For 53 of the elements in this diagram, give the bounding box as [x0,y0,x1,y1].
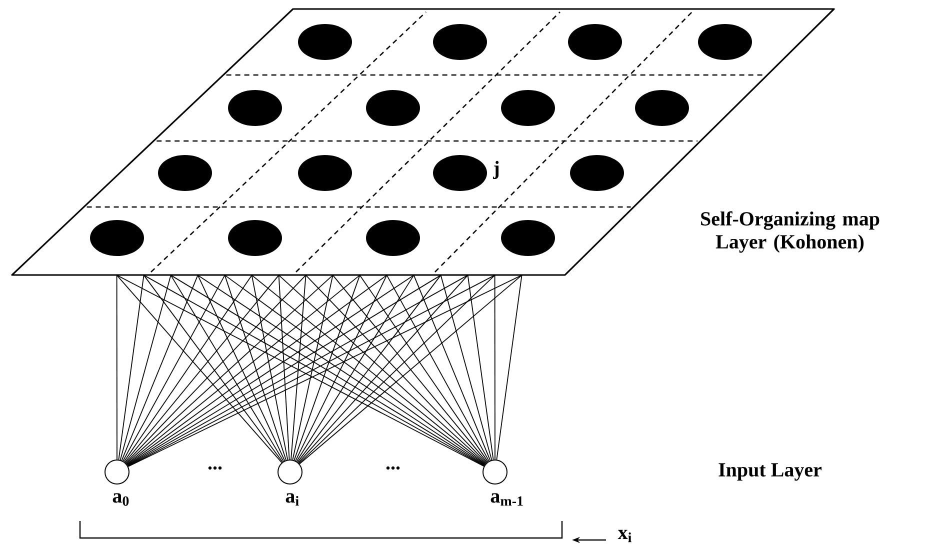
neuron-dot [501,220,555,256]
connection-line [297,274,442,463]
neuron-dot [570,155,624,191]
connection-line [120,274,172,460]
connection-line [496,274,522,460]
connection-line [494,274,496,460]
connection-line [467,274,494,460]
input-node [104,460,130,484]
connection-line [121,274,198,461]
connection-line [251,274,288,460]
connection-line [332,274,488,463]
neuron-dot [298,24,352,60]
input-node [482,460,508,484]
input-label: a$_{0}$ [112,493,129,506]
connection-line [292,274,334,460]
connection-line [296,274,414,462]
connection-line [116,274,118,460]
connection-line [278,274,290,460]
connection-line [124,274,252,462]
input-label: a$_{i}$ [286,493,299,506]
connection-line [295,274,388,462]
neuron-dot [228,90,282,126]
neuron-dot [501,90,555,126]
neuron-dot [158,155,212,191]
connection-line [118,274,144,460]
neuron-dot [366,220,420,256]
neuron-dot [366,90,420,126]
neuron-dot [433,155,487,191]
connection-line [122,274,226,462]
input-node [278,460,302,484]
neuron-dot [698,24,752,60]
layer-label: Input Layer [718,463,822,481]
neuron-dot [90,220,144,256]
neuron-dot [228,220,282,256]
neuron-dot [298,155,352,191]
connection-line [440,274,492,460]
ellipsis: ... [386,466,400,470]
connection-line [170,274,284,462]
connection-line [386,274,490,462]
neuron-label: j [493,160,499,180]
layer-label: Self-Organizing map Layer (Kohonen) [701,211,880,253]
connection-line [294,274,360,461]
vector-label: x$_{i}$ [618,530,632,542]
neuron-dot [635,90,689,126]
connection-line [290,274,306,460]
input-label: a$_{m-1}$ [490,493,523,506]
neuron-dot [568,24,622,60]
connection-line [413,274,491,461]
neuron-dot [433,24,487,60]
connection-line [197,274,286,462]
connection-line [224,274,287,461]
connection-line [359,274,488,462]
ellipsis: ... [208,466,222,470]
